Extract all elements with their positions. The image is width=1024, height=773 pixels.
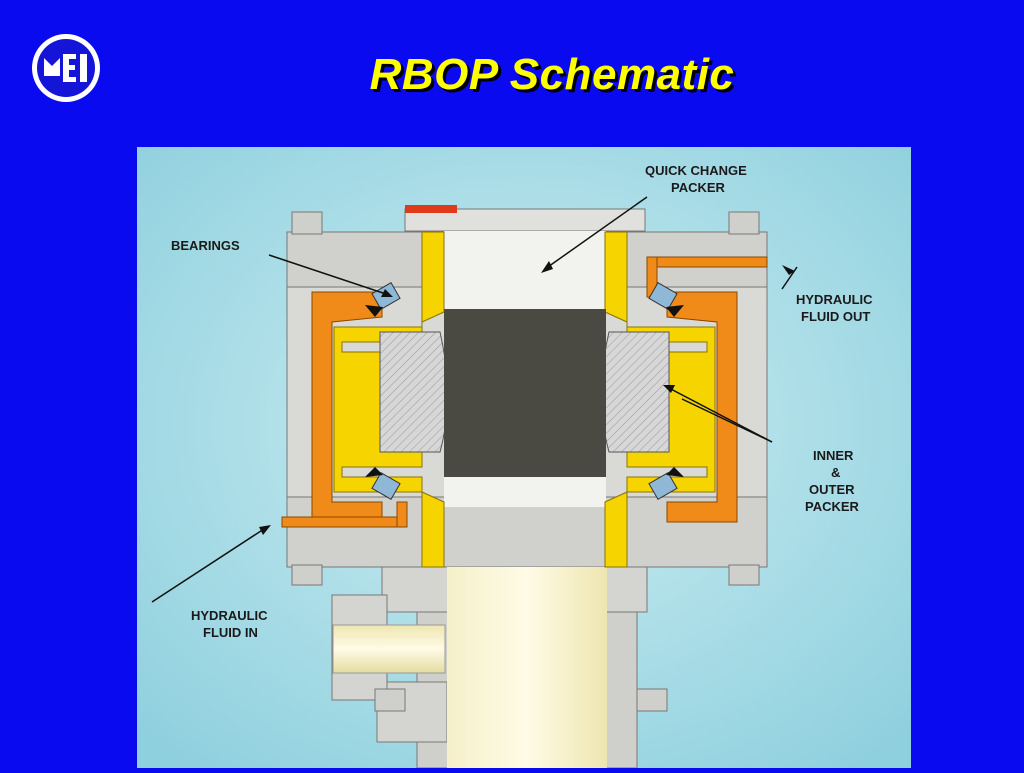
- label-fluid-out: FLUID OUT: [801, 309, 870, 324]
- bore-upper: [444, 231, 606, 309]
- label-hydraulic-out: HYDRAULIC: [796, 292, 873, 307]
- lower-spool: [331, 566, 668, 769]
- label-outer: OUTER: [809, 482, 855, 497]
- rbop-schematic: QUICK CHANGE PACKER BEARINGS HYDRAULIC F…: [137, 147, 911, 769]
- logo-icon: [30, 32, 102, 104]
- inner-packer-right: [601, 331, 670, 453]
- label-packer: PACKER: [805, 499, 860, 514]
- bore-lower: [444, 477, 606, 507]
- label-inner: INNER: [813, 448, 854, 463]
- arrow-heads: [259, 261, 795, 535]
- label-quick-change: QUICK CHANGE: [645, 163, 747, 178]
- label-quick-change-packer: PACKER: [671, 180, 726, 195]
- label-hydraulic-in: HYDRAULIC: [191, 608, 268, 623]
- label-ampersand: &: [831, 465, 840, 480]
- label-fluid-in: FLUID IN: [203, 625, 258, 640]
- inner-packer-left: [379, 331, 448, 453]
- slide-title: RBOP Schematic: [369, 50, 735, 99]
- quick-change-packer: [444, 309, 606, 477]
- label-bearings: BEARINGS: [171, 238, 240, 253]
- leader-lines: [151, 196, 798, 603]
